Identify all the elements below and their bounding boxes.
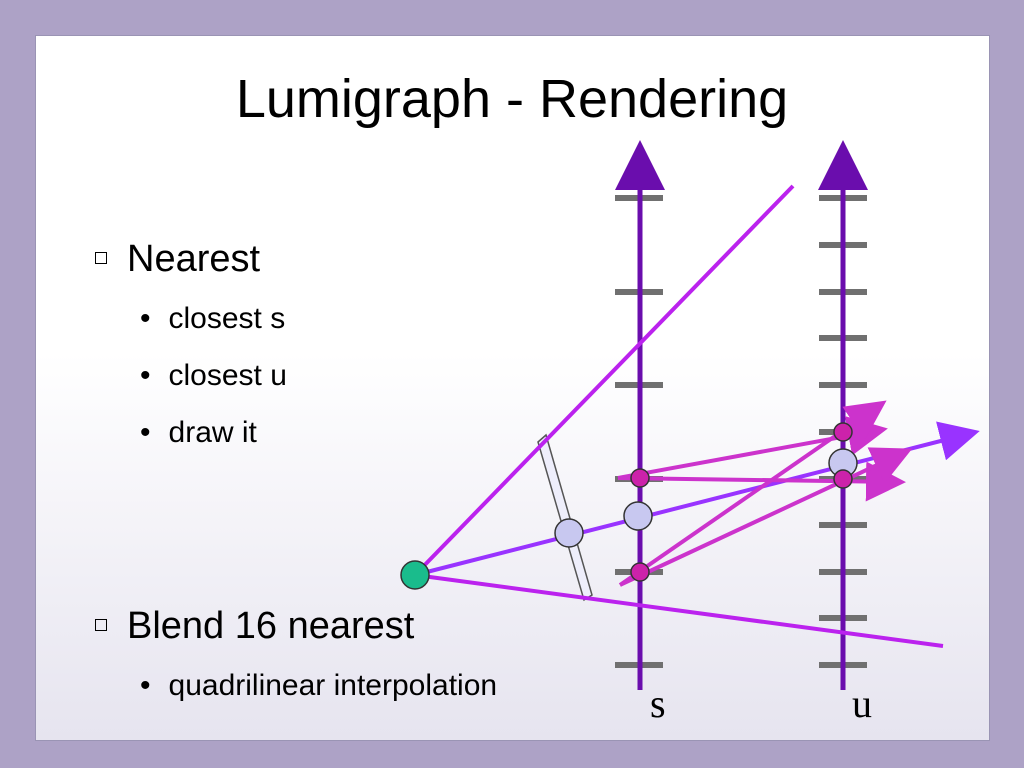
bullet-nearest: Nearest [95,238,260,281]
ray [619,447,913,587]
frustum-lower-line [414,573,944,648]
slide-title: Lumigraph - Rendering [235,69,789,129]
u-grid-point [833,422,853,442]
sub-bullet-draw-it: •draw it [140,416,257,449]
s-grid-point [630,468,650,488]
square-bullet-icon [95,251,107,264]
dot-bullet-icon: • [140,416,151,449]
eye-point [400,560,430,590]
frustum-upper-line [413,184,795,577]
central-ray [414,421,980,577]
s-axis-label: s [650,681,666,726]
sub-bullet-closest-u: •closest u [140,359,287,392]
dot-bullet-icon: • [140,359,151,392]
s-plane-sample-point [623,501,653,531]
sub-bullet-quadrilinear: •quadrilinear interpolation [140,669,498,702]
u-grid-point [833,469,853,489]
bullet-blend: Blend 16 nearest [95,605,414,648]
u-axis-label: u [852,681,872,726]
sub-bullet-closest-s: •closest s [140,302,286,335]
dot-bullet-icon: • [140,302,151,335]
square-bullet-icon [95,618,107,631]
s-grid-point [630,562,650,582]
image-plane-sample-point [554,518,584,548]
image-plane [537,433,593,602]
dot-bullet-icon: • [140,669,151,702]
